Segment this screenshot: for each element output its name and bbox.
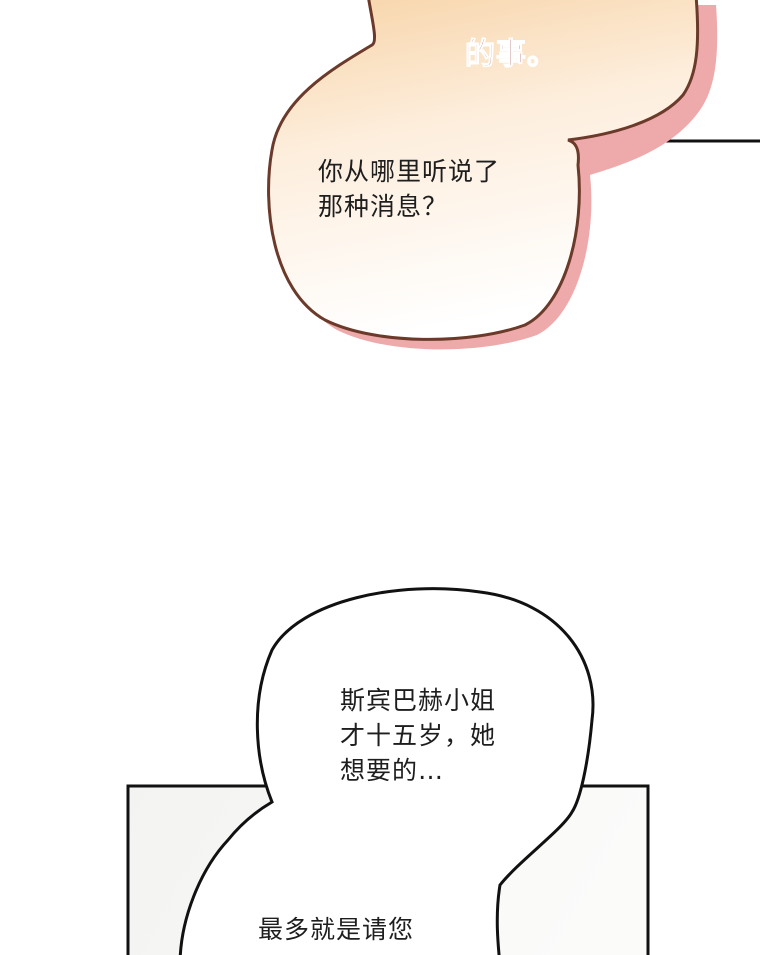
bubble-1-line-2: 那种消息？ (318, 192, 449, 221)
bubble-2-line-1: 斯宾巴赫小姐 (340, 686, 497, 715)
bubble-2-text: 斯宾巴赫小姐 才十五岁，她 想要的… (340, 683, 496, 788)
bubble-2-line-2: 才十五岁，她 (340, 721, 497, 750)
bubble-top-text: 的事。 (442, 2, 558, 73)
speech-bubble-2 (178, 587, 595, 955)
bubble-3-text: 最多就是请您 (258, 912, 414, 947)
bubble-top-line-1: 的事。 (464, 37, 558, 73)
bubble-3-line-1: 最多就是请您 (258, 915, 415, 944)
bubble-1-text: 你从哪里听说了 那种消息？ (318, 154, 500, 224)
bubble-1-line-1: 你从哪里听说了 (318, 157, 501, 186)
speech-bubble-1 (267, 0, 700, 341)
bubble-2-line-3: 想要的… (340, 756, 445, 785)
